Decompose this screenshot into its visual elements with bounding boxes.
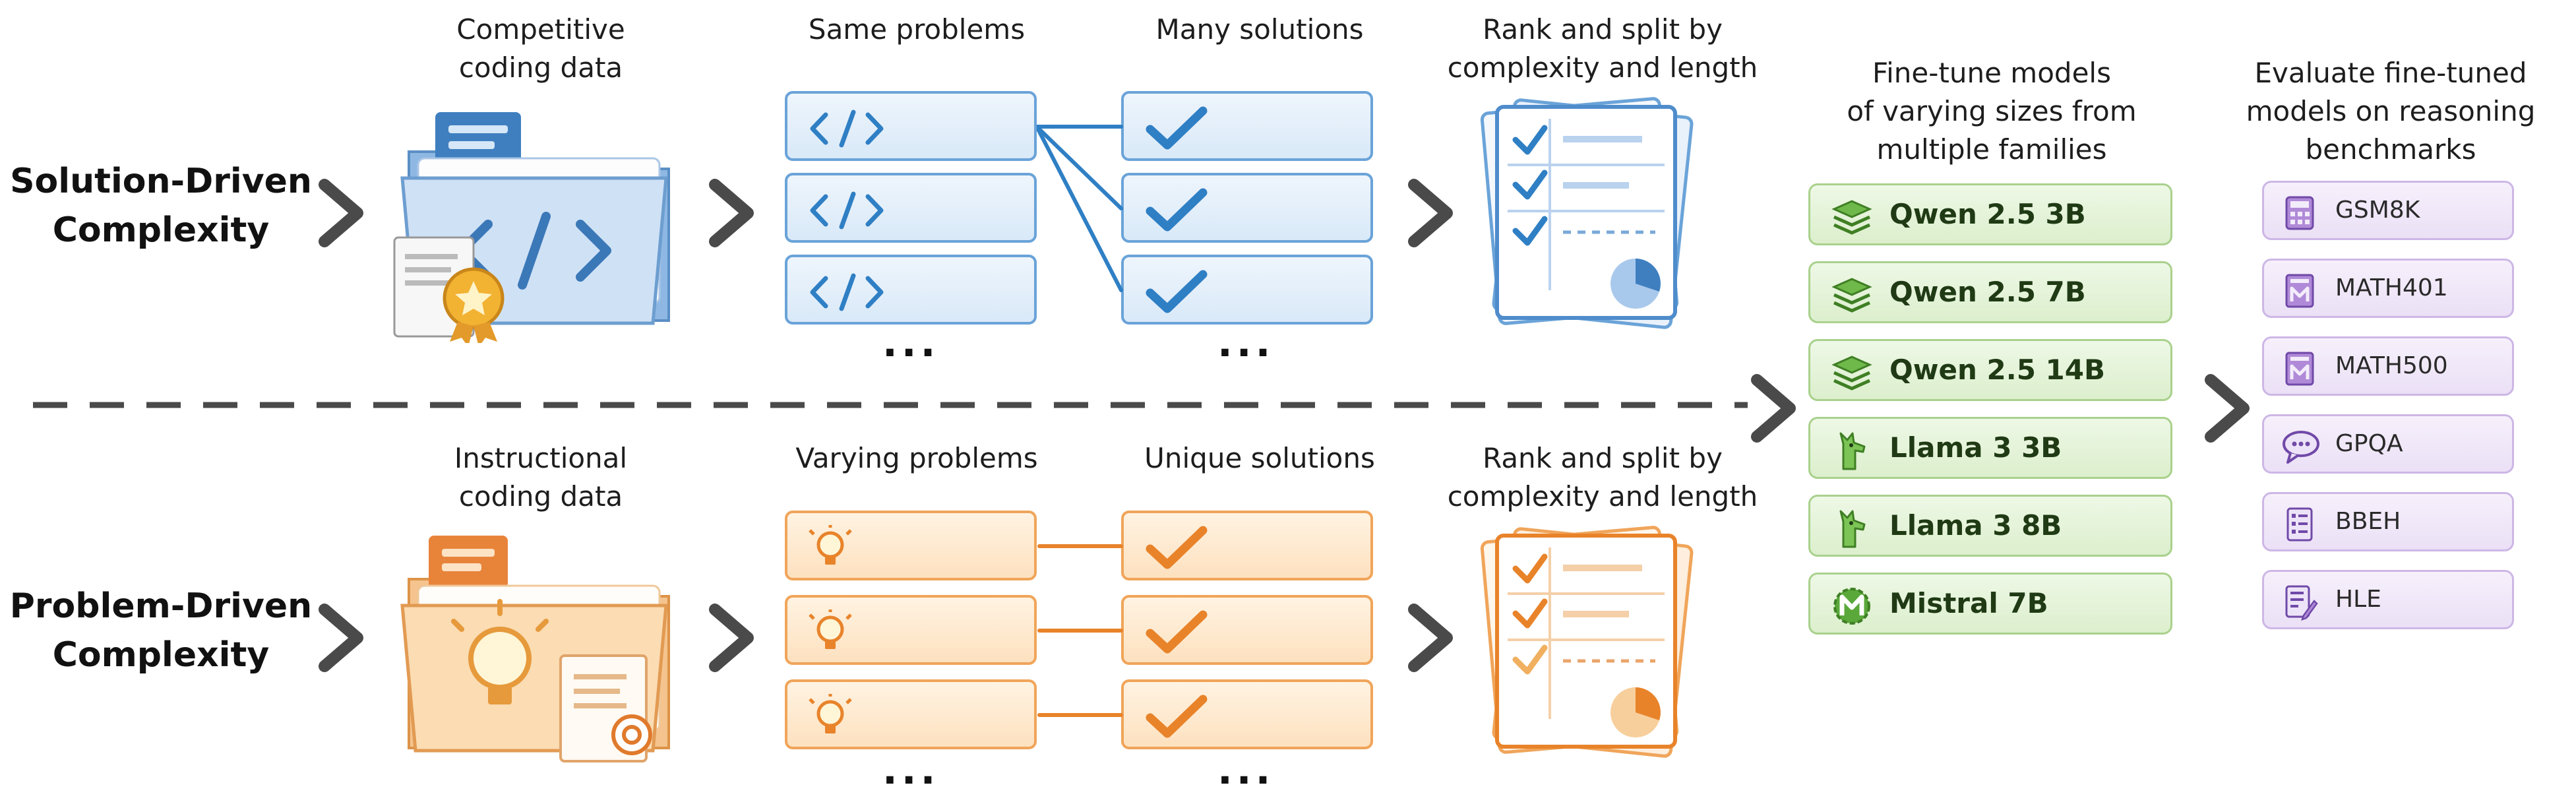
model-name: Mistral 7B xyxy=(1889,587,2048,619)
chat-bubble-icon xyxy=(2283,431,2319,464)
document-pen-icon xyxy=(2285,585,2318,621)
same-problems-label: Same problems xyxy=(808,13,1026,46)
problem-driven-title: Problem-Driven Complexity xyxy=(9,586,313,675)
model-qwen-2-5-3b: Qwen 2.5 3B xyxy=(1808,183,2172,245)
competitive-data-label: Competitive coding data xyxy=(456,13,625,84)
rank-split-label-top: Rank and split by complexity and length xyxy=(1447,13,1758,84)
code-icon xyxy=(810,109,884,148)
qwen-icon xyxy=(1831,278,1872,313)
code-icon xyxy=(810,273,884,311)
llama-icon xyxy=(1839,432,1866,470)
problem-box xyxy=(785,511,1037,580)
ellipsis: ... xyxy=(1217,320,1275,366)
solution-box xyxy=(1121,679,1373,749)
code-icon xyxy=(810,191,884,230)
one-to-one-connectors xyxy=(1037,544,1123,717)
chevron-right-icon xyxy=(1751,374,1796,443)
solution-box xyxy=(1121,255,1373,325)
calculator-icon xyxy=(2285,196,2314,230)
lightbulb-icon xyxy=(809,609,852,649)
chevron-right-icon xyxy=(319,604,363,672)
solution-box xyxy=(1121,511,1373,580)
benchmark-math500: MATH500 xyxy=(2262,336,2514,396)
many-solutions-label: Many solutions xyxy=(1155,13,1364,46)
qwen-icon xyxy=(1831,356,1872,390)
ellipsis: ... xyxy=(1217,747,1275,794)
mistral-icon xyxy=(1833,588,1870,625)
chevron-right-icon xyxy=(2205,374,2250,443)
fan-out-connectors xyxy=(1037,125,1123,292)
math-book-icon xyxy=(2285,274,2314,308)
benchmark-math401: MATH401 xyxy=(2262,259,2514,318)
chevron-right-icon xyxy=(1408,604,1453,672)
lightbulb-folder-icon xyxy=(400,536,670,763)
math-book-icon xyxy=(2285,352,2314,386)
checkmark-icon xyxy=(1146,188,1208,232)
checkmark-icon xyxy=(1146,610,1208,654)
problem-box xyxy=(785,679,1037,749)
ranked-report-icon xyxy=(1480,97,1694,329)
checkmark-icon xyxy=(1146,270,1208,313)
benchmark-gpqa: GPQA xyxy=(2262,414,2514,474)
benchmark-name: GPQA xyxy=(2335,430,2403,457)
problem-box xyxy=(785,91,1037,161)
finetune-label: Fine-tune models of varying sizes from m… xyxy=(1847,57,2137,166)
model-name: Llama 3 8B xyxy=(1889,509,2062,542)
model-name: Qwen 2.5 3B xyxy=(1889,198,2086,230)
lightbulb-icon xyxy=(809,694,852,733)
benchmark-name: BBEH xyxy=(2335,508,2401,535)
rank-split-label-bottom: Rank and split by complexity and length xyxy=(1447,442,1758,513)
lightbulb-icon xyxy=(809,525,852,565)
chevron-right-icon xyxy=(1408,179,1453,247)
problem-box xyxy=(785,595,1037,665)
chevron-right-icon xyxy=(709,604,754,672)
model-name: Llama 3 3B xyxy=(1889,431,2062,464)
problem-box xyxy=(785,255,1037,325)
solution-driven-title: Solution-Driven Complexity xyxy=(10,162,312,250)
model-name: Qwen 2.5 7B xyxy=(1889,276,2086,308)
solution-box xyxy=(1121,91,1373,161)
benchmark-name: HLE xyxy=(2335,586,2381,613)
ellipsis: ... xyxy=(882,320,940,366)
chevron-right-icon xyxy=(319,179,363,247)
benchmark-gsm8k: GSM8K xyxy=(2262,181,2514,240)
model-qwen-2-5-14b: Qwen 2.5 14B xyxy=(1808,339,2172,401)
chevron-right-icon xyxy=(709,179,754,247)
checkmark-icon xyxy=(1146,106,1208,150)
solution-box xyxy=(1121,595,1373,665)
checkmark-icon xyxy=(1146,695,1208,738)
benchmark-name: MATH401 xyxy=(2335,274,2448,301)
qwen-icon xyxy=(1831,200,1872,235)
model-qwen-2-5-7b: Qwen 2.5 7B xyxy=(1808,261,2172,323)
evaluate-label: Evaluate fine-tuned models on reasoning … xyxy=(2246,57,2536,166)
solution-box xyxy=(1121,173,1373,243)
unique-solutions-label: Unique solutions xyxy=(1144,442,1375,474)
model-mistral-7b: Mistral 7B xyxy=(1808,573,2172,635)
model-llama-3-8b: Llama 3 8B xyxy=(1808,495,2172,557)
benchmark-hle: HLE xyxy=(2262,570,2514,629)
checklist-icon xyxy=(2286,507,2313,542)
model-llama-3-3b: Llama 3 3B xyxy=(1808,417,2172,479)
instructional-data-label: Instructional coding data xyxy=(454,442,628,513)
ellipsis: ... xyxy=(882,747,940,794)
checkmark-icon xyxy=(1146,526,1208,569)
benchmark-bbeh: BBEH xyxy=(2262,492,2514,551)
model-name: Qwen 2.5 14B xyxy=(1889,354,2105,386)
llama-icon xyxy=(1839,510,1866,548)
dashed-divider xyxy=(33,402,1748,408)
benchmark-name: MATH500 xyxy=(2335,352,2448,379)
benchmark-name: GSM8K xyxy=(2335,197,2420,224)
ranked-report-icon xyxy=(1480,526,1694,758)
varying-problems-label: Varying problems xyxy=(795,442,1038,474)
code-folder-icon xyxy=(393,112,670,343)
problem-box xyxy=(785,173,1037,243)
